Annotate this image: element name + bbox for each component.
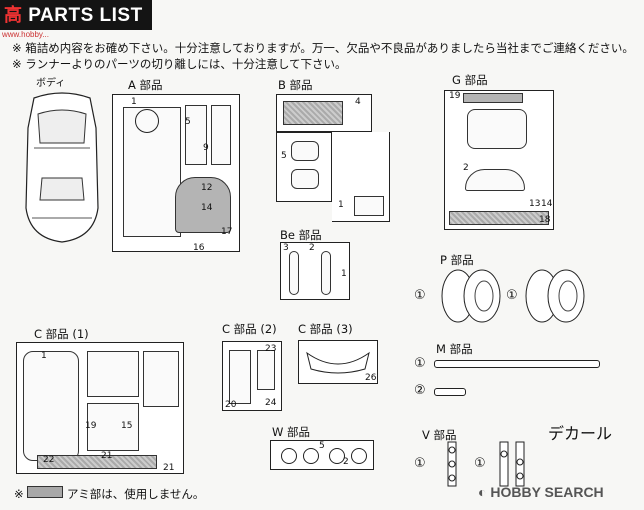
part-number: 18 (539, 215, 551, 225)
sprue-c3: 26 (298, 340, 378, 384)
sprue-b-seats: 5 (276, 132, 332, 202)
part-number: 19 (449, 91, 461, 101)
part-number: 22 (43, 455, 55, 465)
part-number: 13 (529, 199, 541, 209)
sprue-b-corner: 1 (332, 132, 390, 222)
part-number: 1 (341, 269, 347, 279)
part-number: 21 (163, 463, 175, 473)
sprue-c2: 23 20 24 (222, 341, 282, 411)
part-number: 16 (193, 243, 205, 253)
footer-note: ※ アミ部は、使用しません。 (14, 486, 204, 501)
part-label-a: A 部品 (128, 78, 163, 92)
part-label-m: M 部品 (436, 342, 473, 356)
car-body-drawing (25, 92, 99, 243)
decal-label: デカール (548, 424, 613, 443)
note-line-1: ※ 箱詰め内容をお確め下さい。十分注意しておりますが。万一、欠品や不良品がありま… (12, 41, 634, 55)
sprue-b-top: 4 (276, 94, 372, 132)
part-number: 17 (221, 227, 233, 237)
watermark-text: www.hobby... (2, 30, 49, 39)
part-number: 19 (85, 421, 97, 431)
part-number: 5 (185, 117, 191, 127)
part-number: 1 (338, 200, 344, 210)
sprue-be: 3 2 1 (280, 242, 350, 300)
sprue-g: 19 2 13 14 18 (444, 90, 554, 230)
hobbysearch-logo-icon: ◐ (478, 484, 487, 500)
part-label-v: V 部品 (422, 428, 457, 442)
part-number: 12 (201, 183, 213, 193)
part-number: 3 (283, 243, 289, 253)
parts-list-header: 高 PARTS LIST (0, 0, 152, 30)
tire-drawing (525, 269, 585, 323)
sprue-a: 1 5 9 12 14 16 17 (112, 94, 240, 253)
part-number: 1 (131, 97, 137, 107)
part-label-c1: C 部品 (1) (34, 327, 89, 341)
washer-strip (447, 441, 457, 487)
shaft-part (434, 388, 466, 396)
hobbysearch-brand: HOBBY SEARCH (490, 484, 604, 500)
part-label-p: P 部品 (440, 253, 474, 267)
part-number: 14 (541, 199, 553, 209)
sprue-w: 5 2 (270, 440, 374, 470)
part-number: 26 (365, 373, 377, 383)
part-label-c3: C 部品 (3) (298, 322, 353, 336)
part-number: 2 (309, 243, 315, 253)
shaft-part (434, 360, 600, 368)
circled-number: ① (474, 456, 486, 471)
part-number: 9 (203, 143, 209, 153)
sprue-c1: 1 19 15 21 22 21 (16, 342, 184, 474)
part-label-c2: C 部品 (2) (222, 322, 277, 336)
header-title: PARTS LIST (28, 5, 143, 26)
part-label-g: G 部品 (452, 73, 488, 87)
bumper-drawing (306, 351, 370, 374)
part-number: 1 (41, 351, 47, 361)
part-number: 5 (319, 441, 325, 451)
part-number: 14 (201, 203, 213, 213)
part-number: 21 (101, 451, 113, 461)
part-number: 20 (225, 400, 237, 410)
circled-number: ① (506, 288, 518, 303)
circled-number: ② (414, 383, 426, 398)
circled-number: ① (414, 288, 426, 303)
part-number: 4 (355, 97, 361, 107)
part-number: 5 (281, 151, 287, 161)
part-label-b: B 部品 (278, 78, 313, 92)
part-number: 24 (265, 398, 277, 408)
part-number: 23 (265, 344, 277, 354)
note-line-2: ※ ランナーよりのパーツの切り離しには、十分注意して下さい。 (12, 57, 347, 71)
brand-logo-text: 高 (4, 5, 23, 25)
hobbysearch-watermark: ◐ HOBBY SEARCH (478, 484, 604, 500)
part-number: 2 (343, 457, 349, 467)
part-label-w: W 部品 (272, 425, 311, 439)
circled-number: ① (414, 356, 426, 371)
tire-drawing (441, 269, 501, 323)
footer-note-prefix: ※ (14, 487, 24, 501)
body-label: ボディ (36, 78, 66, 89)
part-label-be: Be 部品 (280, 228, 322, 242)
part-number: 15 (121, 421, 133, 431)
washer-strip (499, 441, 525, 487)
circled-number: ① (414, 456, 426, 471)
footer-note-text: アミ部は、使用しません。 (66, 487, 205, 501)
mesh-swatch-icon (27, 486, 64, 498)
part-number: 2 (463, 163, 469, 173)
